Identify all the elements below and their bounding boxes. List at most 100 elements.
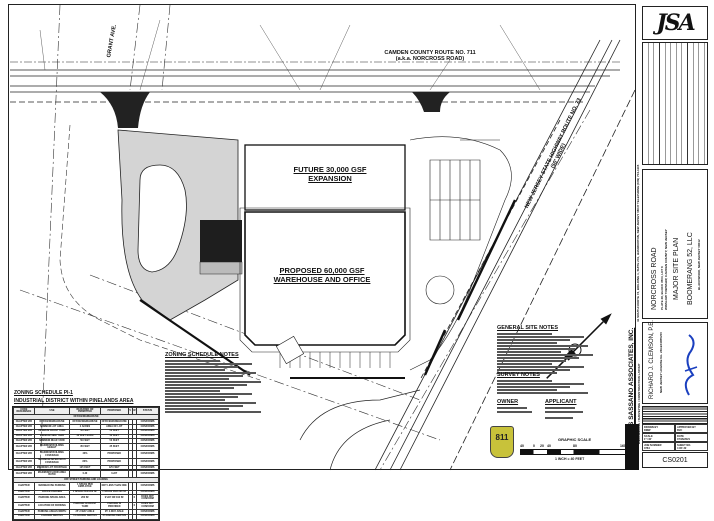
- jsa-logo-small: [625, 424, 639, 470]
- note-text-line: [497, 386, 570, 388]
- call-811-logo: 811: [490, 426, 514, 458]
- sheet-number: CS0201: [642, 452, 708, 468]
- drawing-border: [8, 4, 636, 470]
- scale-tick-label: 160: [620, 444, 626, 448]
- note-text-line: [497, 372, 557, 374]
- note-text-line: [497, 357, 579, 359]
- note-text-line: [497, 351, 561, 353]
- applicant-text: [545, 411, 583, 413]
- note-text-line: [497, 354, 593, 356]
- note-text-line: [497, 345, 588, 347]
- applicant-text: [545, 417, 573, 419]
- applicant-title: APPLICANT: [545, 399, 577, 405]
- graphic-scale-title: GRAPHIC SCALE: [558, 437, 592, 442]
- zoning-header-cell: STATUS: [136, 406, 159, 416]
- proposed-building-label: PROPOSED 60,000 GSF WAREHOUSE AND OFFICE: [262, 266, 382, 284]
- note-text-line: [165, 399, 225, 401]
- call-811-text: 811: [495, 433, 509, 442]
- zoning-header-cell: CODE REFERENCE: [13, 406, 35, 416]
- note-text-line: [497, 366, 584, 368]
- client-name: BOOMERANG 52, LLC: [687, 232, 694, 305]
- project-box: NORCROSS ROAD PLATE 28, BLOCK 3503, LOT …: [642, 169, 708, 319]
- note-text-line: [165, 375, 243, 377]
- note-text-line: [165, 396, 238, 398]
- title-block: JSA 41 SOUTH ROUTE 73, BUILDING 1, SUITE…: [628, 4, 710, 470]
- site-plan-linework: [10, 4, 636, 471]
- note-text-line: [497, 389, 557, 391]
- project-name: NORCROSS ROAD: [651, 247, 658, 310]
- road-label-norcross: CAMDEN COUNTY ROUTE NO. 711 (a.k.a. NORC…: [375, 50, 485, 62]
- jsa-logo: JSA: [656, 10, 695, 36]
- scale-tick-label: 40: [520, 444, 524, 448]
- note-text-line: [165, 369, 225, 371]
- applicant-text: [545, 407, 575, 409]
- note-text-line: [497, 336, 584, 338]
- note-text-line: [165, 393, 252, 395]
- scale-tick-label: 20: [540, 444, 544, 448]
- note-text-line: [497, 333, 552, 335]
- note-text-line: [497, 369, 570, 371]
- general-site-notes-title: GENERAL SITE NOTES: [497, 325, 559, 331]
- project-municipality: WINSLOW TOWNSHIP, CAMDEN COUNTY, NEW JER…: [664, 229, 668, 310]
- future-expansion-label: FUTURE 30,000 GSF EXPANSION: [280, 165, 380, 183]
- note-text-line: [165, 381, 261, 383]
- note-text-line: [497, 383, 584, 385]
- note-text-line: [165, 387, 234, 389]
- road-label-line1: CAMDEN COUNTY ROUTE NO. 711: [384, 50, 476, 56]
- owner-text: [497, 411, 532, 413]
- zoning-header-cell: USE: [33, 406, 71, 416]
- future-expansion-line2: EXPANSION: [308, 174, 352, 183]
- note-text-line: [165, 408, 229, 410]
- note-text-line: [165, 405, 243, 407]
- zoning-notes-title: ZONING SCHEDULE NOTES: [165, 352, 239, 358]
- note-text-line: [497, 339, 570, 341]
- revision-block: [642, 42, 708, 165]
- note-text-line: [165, 378, 229, 380]
- zoning-schedule-subtitle: INDUSTRIAL DISTRICT WITHIN PINELANDS ARE…: [14, 398, 134, 404]
- zoning-header-cell: REQUIRED OR PERMITTED: [69, 406, 101, 416]
- engineer-license: NEW JERSEY LICENSE No. 24GE04855200: [659, 332, 663, 393]
- client-address: BLACKWOOD, NEW JERSEY 08012: [697, 239, 701, 290]
- graphic-scale-caption: 1 INCH = 40 FEET: [555, 457, 585, 461]
- firm-phone: TELEPHONE (609) 704-1115: [636, 164, 640, 204]
- future-expansion-line1: FUTURE 30,000 GSF: [293, 165, 367, 174]
- note-text-line: [165, 390, 220, 392]
- note-text-line: [497, 380, 552, 382]
- engineer-signature: [684, 334, 698, 396]
- owner-title: OWNER: [497, 399, 519, 405]
- disclaimer-box: [642, 406, 708, 424]
- road-label-line2: (a.k.a. NORCROSS ROAD): [395, 56, 465, 62]
- logo-box: JSA: [642, 6, 708, 40]
- zoning-header-cell: W: [131, 406, 138, 416]
- sheet-title: MAJOR SITE PLAN: [673, 237, 680, 300]
- site-plan-sheet: CAMDEN COUNTY ROUTE NO. 711 (a.k.a. NORC…: [8, 4, 710, 521]
- owner-text: [497, 407, 527, 409]
- note-text-line: [165, 360, 220, 362]
- scale-tick-label: 40: [547, 444, 551, 448]
- note-text-line: [165, 363, 252, 365]
- zoning-schedule-title: ZONING SCHEDULE PI-1: [14, 390, 73, 396]
- note-text-line: [497, 363, 552, 365]
- zoning-header-cell: PROPOSED: [99, 406, 129, 416]
- note-text-line: [497, 360, 566, 362]
- note-text-line: [165, 411, 261, 413]
- survey-notes-title: SURVEY NOTES: [497, 372, 540, 378]
- scale-tick-label: 80: [573, 444, 577, 448]
- note-text-line: [497, 392, 588, 394]
- note-text-line: [497, 348, 575, 350]
- proposed-building-line1: PROPOSED 60,000 GSF: [279, 266, 365, 275]
- note-text-line: [165, 384, 247, 386]
